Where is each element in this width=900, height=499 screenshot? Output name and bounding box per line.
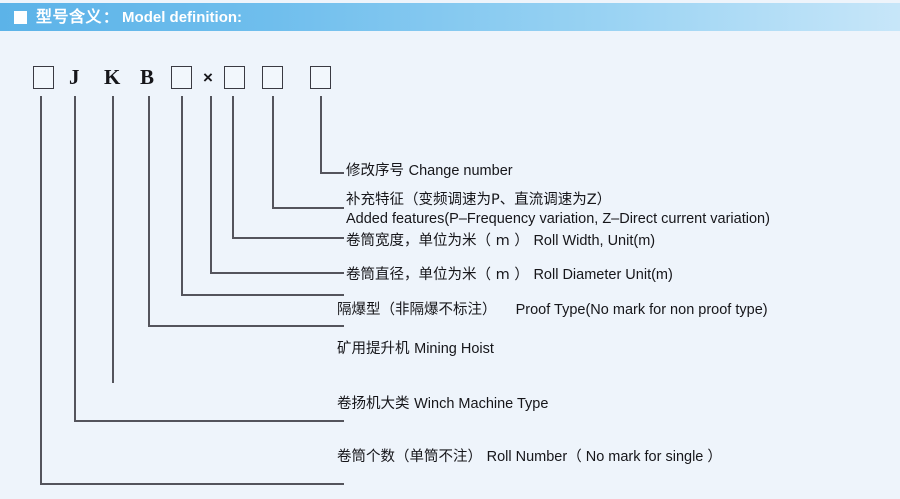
callout-proof-type-vline	[181, 96, 183, 294]
callout-winch-machine-type-vline	[74, 96, 76, 420]
callout-winch-machine-type-label: 卷扬机大类 Winch Machine Type	[337, 395, 548, 414]
header-title-chinese: 型号含义	[36, 7, 103, 26]
callout-added-features-label-sub: Added features(P–Frequency variation, Z–…	[346, 211, 770, 227]
callout-roll-number-label: 卷筒个数（单筒不注） Roll Number（ No mark for sing…	[337, 448, 722, 467]
callout-roll-width-vline	[232, 96, 234, 237]
callout-proof-type-label: 隔爆型（非隔爆不标注） Proof Type(No mark for non p…	[337, 301, 768, 320]
callout-mining-hoist-hline	[148, 325, 344, 327]
callout-roll-number-label-zh: 卷筒个数（单筒不注）	[337, 449, 482, 465]
code-letter-k: K	[104, 65, 121, 89]
callout-roll-width-label: 卷筒宽度，单位为米（ m ） Roll Width, Unit(m)	[346, 232, 655, 251]
code-letter-j: J	[69, 65, 80, 89]
square-bullet-icon	[14, 10, 27, 24]
header-title-english: Model definition:	[122, 8, 243, 26]
code-letter-b: B	[140, 65, 155, 89]
callout-mining-hoist-vline	[148, 96, 150, 325]
callout-added-features-vline	[272, 96, 274, 207]
vline-stub-112	[112, 96, 114, 383]
callout-roll-diameter-vline	[210, 96, 212, 272]
callout-mining-hoist-label-en: Mining Hoist	[414, 341, 494, 357]
callout-change-number-label: 修改序号 Change number	[346, 162, 513, 181]
callout-proof-type-hline	[181, 294, 344, 296]
callout-roll-width-hline	[232, 237, 344, 239]
callout-change-number-vline	[320, 96, 322, 172]
callout-winch-machine-type-label-en: Winch Machine Type	[414, 396, 549, 412]
callout-added-features-label-zh: 补充特征（变频调速为P、直流调速为Z）	[346, 192, 612, 208]
callout-change-number-hline	[320, 172, 344, 174]
callout-proof-type-label-en: Proof Type(No mark for non proof type)	[501, 302, 768, 318]
callout-roll-diameter-hline	[210, 272, 344, 274]
callout-roll-number-vline	[40, 96, 42, 483]
model-definition-header-bar: 型号含义 ： Model definition:	[0, 3, 900, 31]
callout-added-features-hline	[272, 207, 344, 209]
callout-change-number-label-en: Change number	[408, 163, 513, 179]
callout-change-number-label-zh: 修改序号	[346, 163, 404, 179]
callout-proof-type-label-zh: 隔爆型（非隔爆不标注）	[337, 302, 497, 318]
code-box-roll-diameter	[224, 66, 245, 89]
callout-roll-width-label-en: Roll Width, Unit(m)	[533, 233, 656, 249]
code-box-proof-type	[171, 66, 192, 89]
code-box-roll-number	[33, 66, 54, 89]
code-multiply-sign: ×	[203, 68, 213, 87]
callout-roll-diameter-label: 卷筒直径，单位为米（ m ） Roll Diameter Unit(m)	[346, 266, 673, 285]
callout-mining-hoist-label: 矿用提升机 Mining Hoist	[337, 340, 494, 359]
callout-mining-hoist-label-zh: 矿用提升机	[337, 341, 410, 357]
callout-roll-number-hline	[40, 483, 344, 485]
callout-roll-width-label-zh: 卷筒宽度，单位为米（ m ）	[346, 233, 529, 249]
code-box-change-number	[310, 66, 331, 89]
callout-roll-diameter-label-zh: 卷筒直径，单位为米（ m ）	[346, 267, 529, 283]
header-title-colon: ：	[103, 8, 119, 26]
code-box-roll-width	[262, 66, 283, 89]
callout-added-features-label: 补充特征（变频调速为P、直流调速为Z） Added features(P–Freq…	[346, 191, 770, 229]
callout-winch-machine-type-hline	[74, 420, 344, 422]
callout-winch-machine-type-label-zh: 卷扬机大类	[337, 396, 410, 412]
callout-roll-number-label-en: Roll Number（ No mark for single ）	[486, 449, 722, 465]
callout-roll-diameter-label-en: Roll Diameter Unit(m)	[533, 267, 673, 283]
